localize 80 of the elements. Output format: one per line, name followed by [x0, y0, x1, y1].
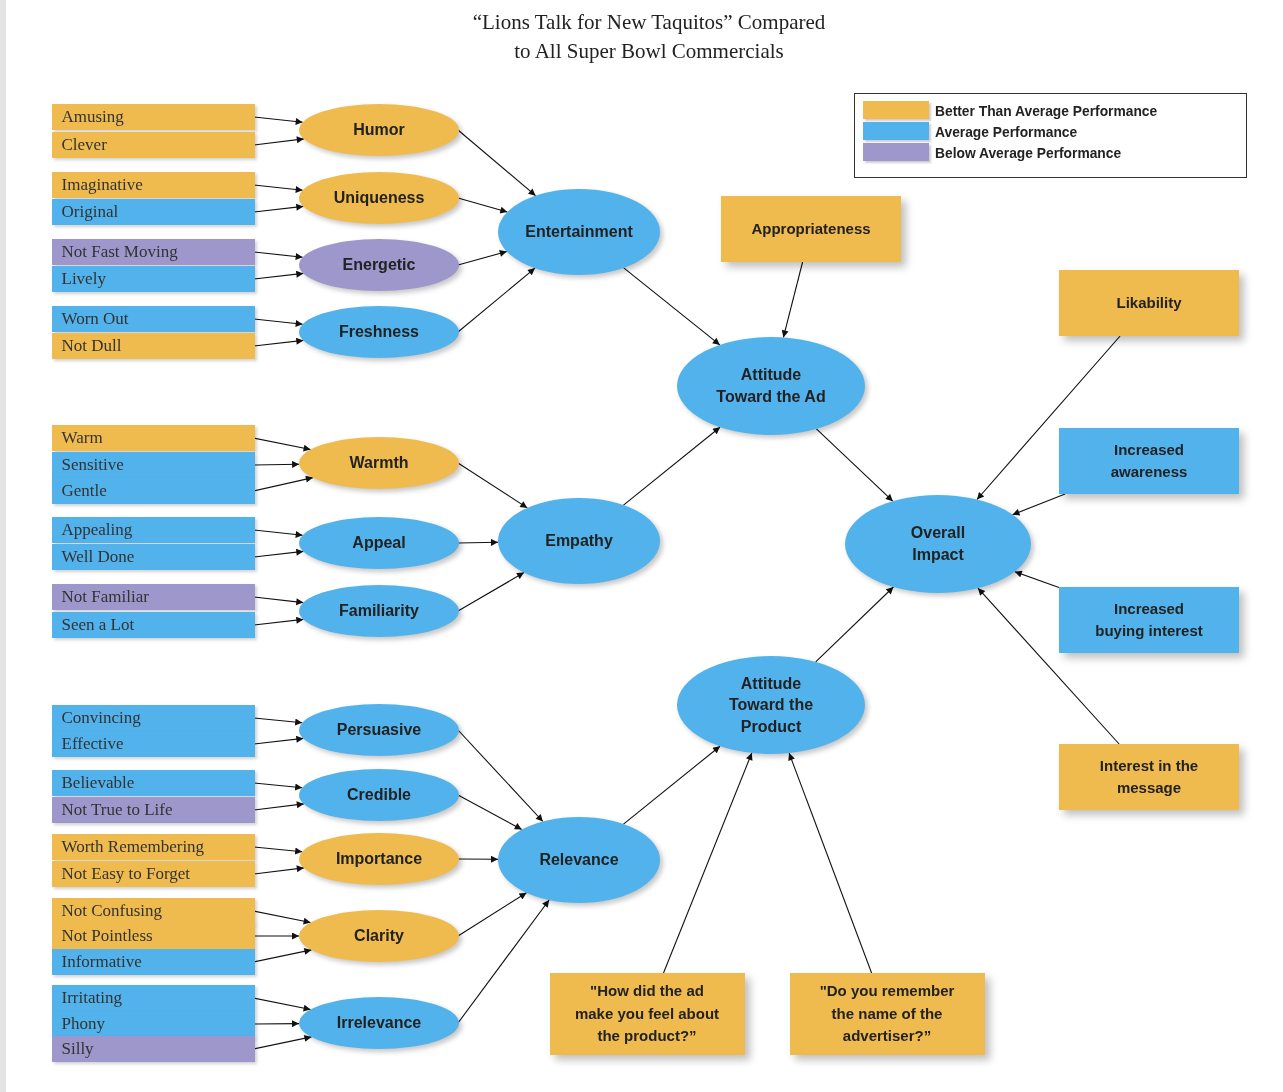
arrow: [622, 426, 721, 506]
arrow: [457, 462, 528, 509]
arrow: [457, 267, 536, 333]
attribute-bar: Not Dull: [51, 333, 255, 359]
ellipse-node: Attitude Toward the Product: [677, 656, 865, 754]
arrow: [662, 752, 753, 974]
ellipse-node: Entertainment: [498, 189, 660, 275]
attribute-bar: Convincing: [51, 705, 255, 731]
attribute-bar: Phony: [51, 1011, 255, 1037]
attribute-bar: Appealing: [51, 517, 255, 543]
legend-label: Average Performance: [935, 122, 1078, 140]
attribute-bar: Seen a Lot: [51, 612, 255, 638]
arrow: [623, 267, 721, 346]
attribute-bar: Not Pointless: [51, 923, 255, 949]
attribute-bar: Amusing: [51, 104, 255, 130]
ellipse-node: Appeal: [299, 517, 459, 569]
attribute-bar: Clever: [51, 132, 255, 158]
ellipse-node: Uniqueness: [299, 172, 459, 224]
arrow: [815, 586, 894, 663]
ellipse-node: Warmth: [299, 437, 459, 489]
arrow: [781, 261, 804, 338]
ellipse-node: Empathy: [498, 498, 660, 584]
ellipse-node: Attitude Toward the Ad: [677, 337, 865, 435]
factor-box: "Do you remember the name of the advertiser?”: [789, 973, 985, 1055]
arrow: [457, 855, 499, 863]
attribute-bar: Not Confusing: [51, 898, 255, 924]
legend-label: Better Than Average Performance: [935, 101, 1158, 119]
arrow: [457, 794, 523, 831]
arrow: [1014, 570, 1060, 589]
factor-box: Appropriateness: [721, 196, 901, 262]
attribute-bar: Not True to Life: [51, 797, 255, 823]
arrow: [457, 899, 550, 1024]
arrow: [815, 428, 894, 502]
arrow: [457, 729, 544, 823]
attribute-bar: Believable: [51, 770, 255, 796]
arrow: [622, 745, 721, 825]
arrow: [976, 335, 1121, 501]
attribute-bar: Gentle: [51, 478, 255, 504]
factor-box: "How did the ad make you feel about the product?”: [549, 973, 745, 1055]
attribute-bar: Worn Out: [51, 306, 255, 332]
attribute-bar: Worth Remembering: [51, 834, 255, 860]
factor-box: Interest in the message: [1059, 744, 1239, 810]
title: “Lions Talk for New Taquitos” Compared to All Super Bowl Commercials: [471, 9, 827, 65]
ellipse-node: Credible: [299, 769, 459, 821]
ellipse-node: Energetic: [299, 239, 459, 291]
factor-box: Increased buying interest: [1059, 587, 1239, 653]
attribute-bar: Warm: [51, 425, 255, 451]
attribute-bar: Well Done: [51, 544, 255, 570]
arrow: [457, 129, 537, 197]
ellipse-node: Persuasive: [299, 704, 459, 756]
legend-label: Below Average Performance: [935, 143, 1122, 161]
attribute-bar: Original: [51, 199, 255, 225]
ellipse-node: Humor: [299, 104, 459, 156]
arrow: [457, 538, 499, 546]
ellipse-node: Irrelevance: [299, 997, 459, 1049]
arrow: [1011, 493, 1066, 516]
ellipse-node: Clarity: [299, 910, 459, 962]
attribute-bar: Lively: [51, 266, 255, 292]
attribute-bar: Not Familiar: [51, 584, 255, 610]
arrow: [457, 572, 525, 612]
arrow: [457, 250, 508, 266]
attribute-bar: Sensitive: [51, 452, 255, 478]
arrow: [977, 587, 1120, 745]
attribute-bar: Not Fast Moving: [51, 239, 255, 265]
ellipse-node: Importance: [299, 833, 459, 885]
attribute-bar: Informative: [51, 949, 255, 975]
ellipse-node: Freshness: [299, 306, 459, 358]
attribute-bar: Irritating: [51, 985, 255, 1011]
ellipse-node: Relevance: [498, 817, 660, 903]
attribute-bar: Silly: [51, 1036, 255, 1062]
arrow: [457, 197, 508, 214]
attribute-bar: Not Easy to Forget: [51, 861, 255, 887]
attribute-bar: Imaginative: [51, 172, 255, 198]
arrow: [788, 752, 873, 974]
factor-box: Increased awareness: [1059, 428, 1239, 494]
ellipse-node: Familiarity: [299, 585, 459, 637]
attribute-bar: Effective: [51, 731, 255, 757]
arrow: [457, 892, 528, 937]
ellipse-node: Overall Impact: [845, 495, 1031, 593]
factor-box: Likability: [1059, 270, 1239, 336]
